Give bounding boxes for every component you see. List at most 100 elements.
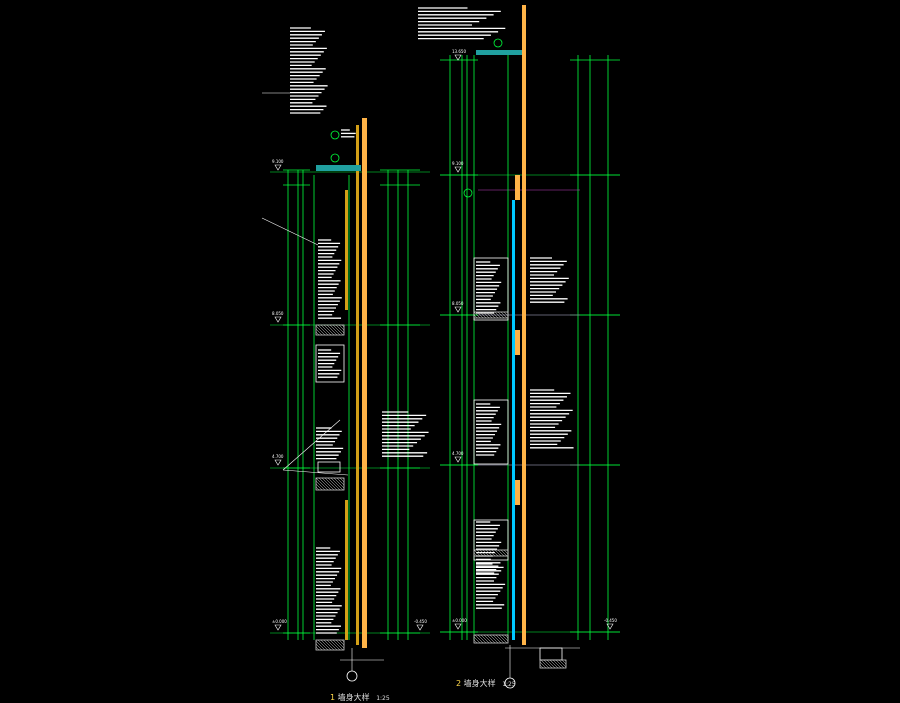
elevation-triangle bbox=[274, 164, 282, 171]
hatch-line bbox=[492, 634, 502, 644]
hatch-line bbox=[327, 477, 341, 491]
section-title-right: 2 墙身大样 1:25 bbox=[456, 678, 516, 689]
hatch-line bbox=[552, 659, 562, 669]
elevation-triangle bbox=[454, 306, 462, 313]
annotation-note bbox=[318, 349, 342, 378]
hatch-line bbox=[335, 639, 345, 649]
elevation-label: ±0.000 bbox=[452, 618, 467, 623]
elevation-marker: 4.700 bbox=[272, 454, 284, 466]
hatch-line bbox=[315, 640, 326, 651]
floor-slab-hatch bbox=[315, 639, 345, 651]
floor-slab-hatch bbox=[315, 477, 345, 491]
elevation-label: 13.650 bbox=[452, 49, 466, 54]
elevation-marker: 9.100 bbox=[452, 161, 464, 173]
annotation-note bbox=[530, 257, 569, 303]
hatch-line bbox=[474, 634, 484, 644]
elevation-triangle bbox=[274, 316, 282, 323]
hatch-line bbox=[504, 634, 509, 639]
wall-segment bbox=[515, 480, 520, 505]
hatch-line bbox=[323, 324, 335, 336]
hatch-line bbox=[500, 311, 508, 319]
hatch-line bbox=[546, 659, 556, 669]
hatch-line bbox=[324, 477, 338, 491]
hatch-line bbox=[326, 324, 338, 336]
elevation-marker: 4.700 bbox=[452, 451, 464, 463]
hatch-line bbox=[495, 634, 505, 644]
detail-callout-text bbox=[341, 129, 356, 138]
annotation-note bbox=[476, 563, 506, 609]
annotation-note bbox=[476, 261, 502, 314]
elevation-marker: 13.650 bbox=[452, 49, 466, 61]
elevation-label: -0.450 bbox=[604, 618, 617, 623]
hatch-line bbox=[498, 634, 508, 644]
annotation-note bbox=[316, 427, 344, 460]
elevation-triangle bbox=[454, 54, 462, 61]
section-scale-right: 1:25 bbox=[502, 681, 516, 688]
elevation-label: 8.050 bbox=[452, 301, 464, 306]
hatch-line bbox=[558, 659, 567, 668]
hatch-line bbox=[479, 311, 487, 319]
section-title-left-number: 1 bbox=[330, 693, 336, 702]
detail-marker bbox=[463, 188, 473, 198]
annotation-note bbox=[318, 239, 342, 319]
footing-outline bbox=[539, 647, 563, 661]
floor-slab-hatch bbox=[473, 549, 509, 557]
interior-box bbox=[473, 519, 509, 561]
hatch-line bbox=[500, 549, 508, 557]
elevation-triangle bbox=[416, 624, 424, 631]
hatch-line bbox=[317, 324, 329, 336]
hatch-line bbox=[539, 664, 544, 669]
section-title-right-label: 墙身大样 bbox=[463, 679, 496, 688]
hatch-line bbox=[315, 486, 320, 491]
axis-marker bbox=[346, 670, 358, 682]
hatch-line bbox=[323, 639, 335, 651]
hatch-line bbox=[315, 328, 323, 336]
floor-slab-hatch bbox=[315, 324, 345, 336]
elevation-label: ±0.000 bbox=[272, 619, 287, 624]
hatch-line bbox=[485, 549, 493, 557]
hatch-line bbox=[315, 325, 326, 336]
wall-inner-skin bbox=[356, 125, 359, 645]
annotation-note bbox=[476, 521, 502, 574]
hatch-line bbox=[476, 549, 484, 557]
hatch-line bbox=[315, 646, 320, 651]
elevation-label: 8.050 bbox=[272, 311, 284, 316]
hatch-line bbox=[332, 639, 344, 651]
top-annotation-note bbox=[418, 7, 506, 40]
hatch-line bbox=[317, 639, 329, 651]
floor-slab-hatch bbox=[473, 311, 509, 319]
glazing-strip bbox=[512, 200, 515, 640]
hatch-line bbox=[473, 639, 478, 644]
interior-box bbox=[315, 344, 345, 383]
top-annotation-note bbox=[290, 27, 328, 114]
parapet-cap bbox=[476, 50, 522, 55]
hatch-line bbox=[315, 483, 323, 491]
hatch-line bbox=[539, 661, 547, 669]
elevation-label: 4.700 bbox=[452, 451, 464, 456]
hatch-line bbox=[555, 659, 565, 669]
hatch-line bbox=[501, 634, 509, 642]
elevation-triangle bbox=[454, 456, 462, 463]
hatch-line bbox=[342, 477, 345, 480]
elevation-triangle bbox=[274, 624, 282, 631]
hatch-line bbox=[321, 477, 335, 491]
elevation-marker: 8.050 bbox=[452, 301, 464, 313]
interior-box bbox=[473, 257, 509, 321]
hatch-line bbox=[338, 324, 345, 331]
wall-outer-skin bbox=[362, 118, 367, 648]
detail-marker bbox=[330, 153, 340, 163]
leader-line bbox=[282, 469, 349, 476]
hatch-line bbox=[564, 659, 567, 662]
leader-line bbox=[282, 419, 341, 471]
elevation-marker: 8.050 bbox=[272, 311, 284, 323]
hatch-line bbox=[476, 311, 484, 319]
hatch-line bbox=[503, 549, 509, 555]
leader-line bbox=[261, 217, 319, 246]
footing-hatch bbox=[539, 659, 567, 669]
hatch-line bbox=[341, 324, 345, 328]
hatch-line bbox=[329, 324, 341, 336]
elevation-marker: ±0.000 bbox=[272, 619, 287, 631]
hatch-line bbox=[543, 659, 553, 669]
elevation-marker: ±0.000 bbox=[452, 618, 467, 630]
